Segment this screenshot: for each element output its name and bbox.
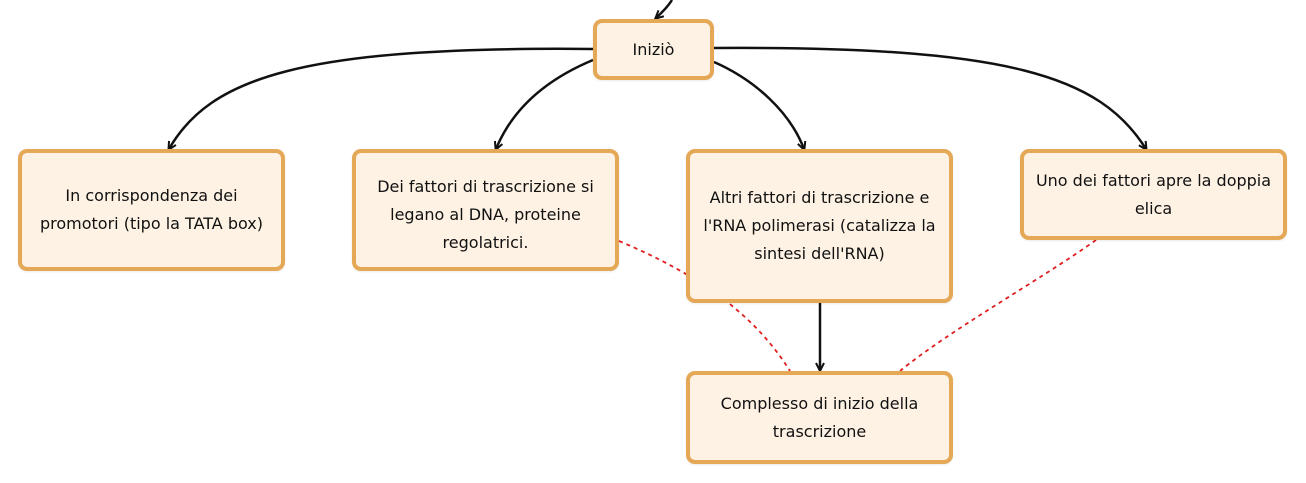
node-promotori-label: In corrispondenza dei promotori (tipo la… — [39, 186, 263, 233]
node-altri-fattori-label: Altri fattori di trascrizione e l'RNA po… — [703, 188, 936, 263]
node-altri-fattori[interactable]: Altri fattori di trascrizione e l'RNA po… — [686, 149, 953, 303]
node-complesso-inizio[interactable]: Complesso di inizio della trascrizione — [686, 371, 953, 464]
node-fattori-trascrizione-label: Dei fattori di trascrizione si legano al… — [377, 177, 594, 252]
node-doppia-elica-label: Uno dei fattori apre la doppia elica — [1035, 170, 1272, 218]
edge-root-fattori — [496, 58, 594, 149]
edge-root-altri — [713, 60, 804, 149]
node-inizio[interactable]: Iniziò — [593, 19, 714, 80]
edge-root-promotori — [169, 47, 594, 149]
node-complesso-inizio-label: Complesso di inizio della trascrizione — [720, 393, 919, 441]
node-doppia-elica[interactable]: Uno dei fattori apre la doppia elica — [1020, 149, 1287, 240]
node-fattori-trascrizione[interactable]: Dei fattori di trascrizione si legano al… — [352, 149, 619, 271]
node-inizio-label: Iniziò — [632, 39, 675, 59]
edge-root-elica — [713, 46, 1146, 149]
edge-incoming-root — [656, 0, 674, 18]
node-promotori[interactable]: In corrispondenza dei promotori (tipo la… — [18, 149, 285, 271]
